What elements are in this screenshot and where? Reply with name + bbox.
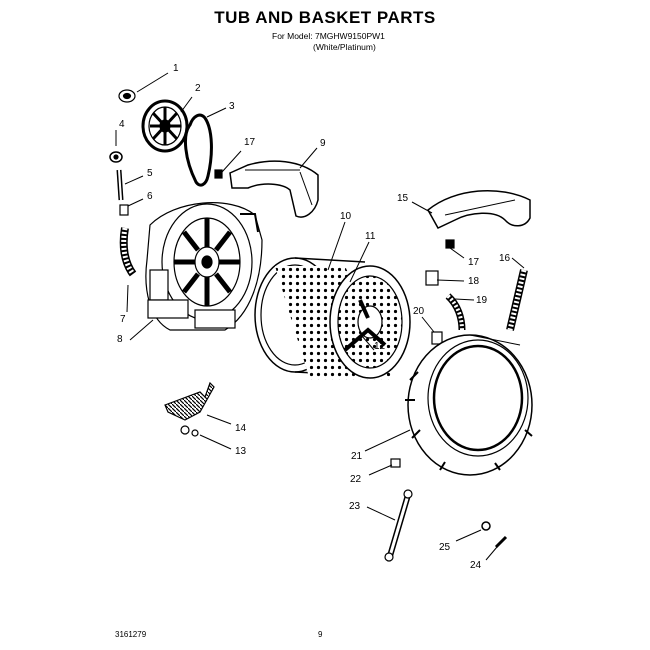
callout-20: 20 bbox=[413, 306, 425, 317]
callout-21: 21 bbox=[351, 451, 363, 462]
page-title: TUB AND BASKET PARTS bbox=[214, 8, 436, 27]
callout-23: 23 bbox=[349, 501, 361, 512]
callout-1: 1 bbox=[173, 63, 179, 74]
part-16-hose bbox=[506, 269, 528, 331]
part-9-counterweight bbox=[229, 160, 319, 218]
part-19-hose bbox=[445, 293, 466, 331]
part-17-screw-right bbox=[445, 239, 455, 249]
part-22-clip bbox=[390, 458, 401, 468]
callout-8: 8 bbox=[117, 334, 123, 345]
callout-10: 10 bbox=[340, 211, 352, 222]
callout-15: 15 bbox=[397, 193, 409, 204]
part-4-nut bbox=[109, 151, 123, 163]
part-18-clamp bbox=[425, 270, 439, 286]
part-20-bracket bbox=[431, 331, 443, 345]
part-25-nut bbox=[481, 521, 491, 531]
callout-25: 25 bbox=[439, 542, 451, 553]
document-number: 3161279 bbox=[115, 630, 147, 639]
page-number: 9 bbox=[318, 630, 323, 639]
model-line: For Model: 7MGHW9150PW1 bbox=[272, 31, 385, 41]
part-3-belt bbox=[183, 113, 213, 187]
part-24-screw bbox=[494, 535, 508, 549]
callout-7: 7 bbox=[120, 314, 126, 325]
callout-16: 16 bbox=[499, 253, 511, 264]
callout-3: 3 bbox=[229, 101, 235, 112]
callout-5: 5 bbox=[147, 168, 153, 179]
callout-22: 22 bbox=[350, 474, 362, 485]
part-1-nut bbox=[118, 89, 136, 103]
callout-14: 14 bbox=[235, 423, 247, 434]
variant-line: (White/Platinum) bbox=[313, 42, 376, 52]
callout-19: 19 bbox=[476, 295, 488, 306]
callout-4: 4 bbox=[119, 119, 125, 130]
part-15-counterweight bbox=[427, 190, 531, 229]
part-5-hose bbox=[116, 169, 124, 201]
part-10-basket bbox=[254, 257, 411, 380]
part-13-screws bbox=[180, 425, 199, 437]
leader-lines bbox=[115, 72, 525, 561]
callout-6: 6 bbox=[147, 191, 153, 202]
callout-12: 12 bbox=[374, 341, 386, 352]
part-6-clamp bbox=[119, 204, 129, 216]
callout-24: 24 bbox=[470, 560, 482, 571]
part-14-bracket bbox=[164, 381, 215, 421]
callout-9: 9 bbox=[320, 138, 326, 149]
callout-11: 11 bbox=[365, 231, 376, 242]
part-7-hose bbox=[119, 227, 137, 277]
callout-2: 2 bbox=[195, 83, 201, 94]
callout-18: 18 bbox=[468, 276, 480, 287]
callout-13: 13 bbox=[235, 446, 247, 457]
part-23-shock-absorber bbox=[384, 489, 413, 562]
callout-17-right: 17 bbox=[468, 257, 480, 268]
part-2-pulley bbox=[141, 99, 189, 153]
callout-17-top: 17 bbox=[244, 137, 256, 148]
part-8-outer-tub bbox=[145, 202, 263, 331]
part-17-screw-top bbox=[214, 169, 223, 179]
part-21-front-tub bbox=[405, 334, 533, 476]
